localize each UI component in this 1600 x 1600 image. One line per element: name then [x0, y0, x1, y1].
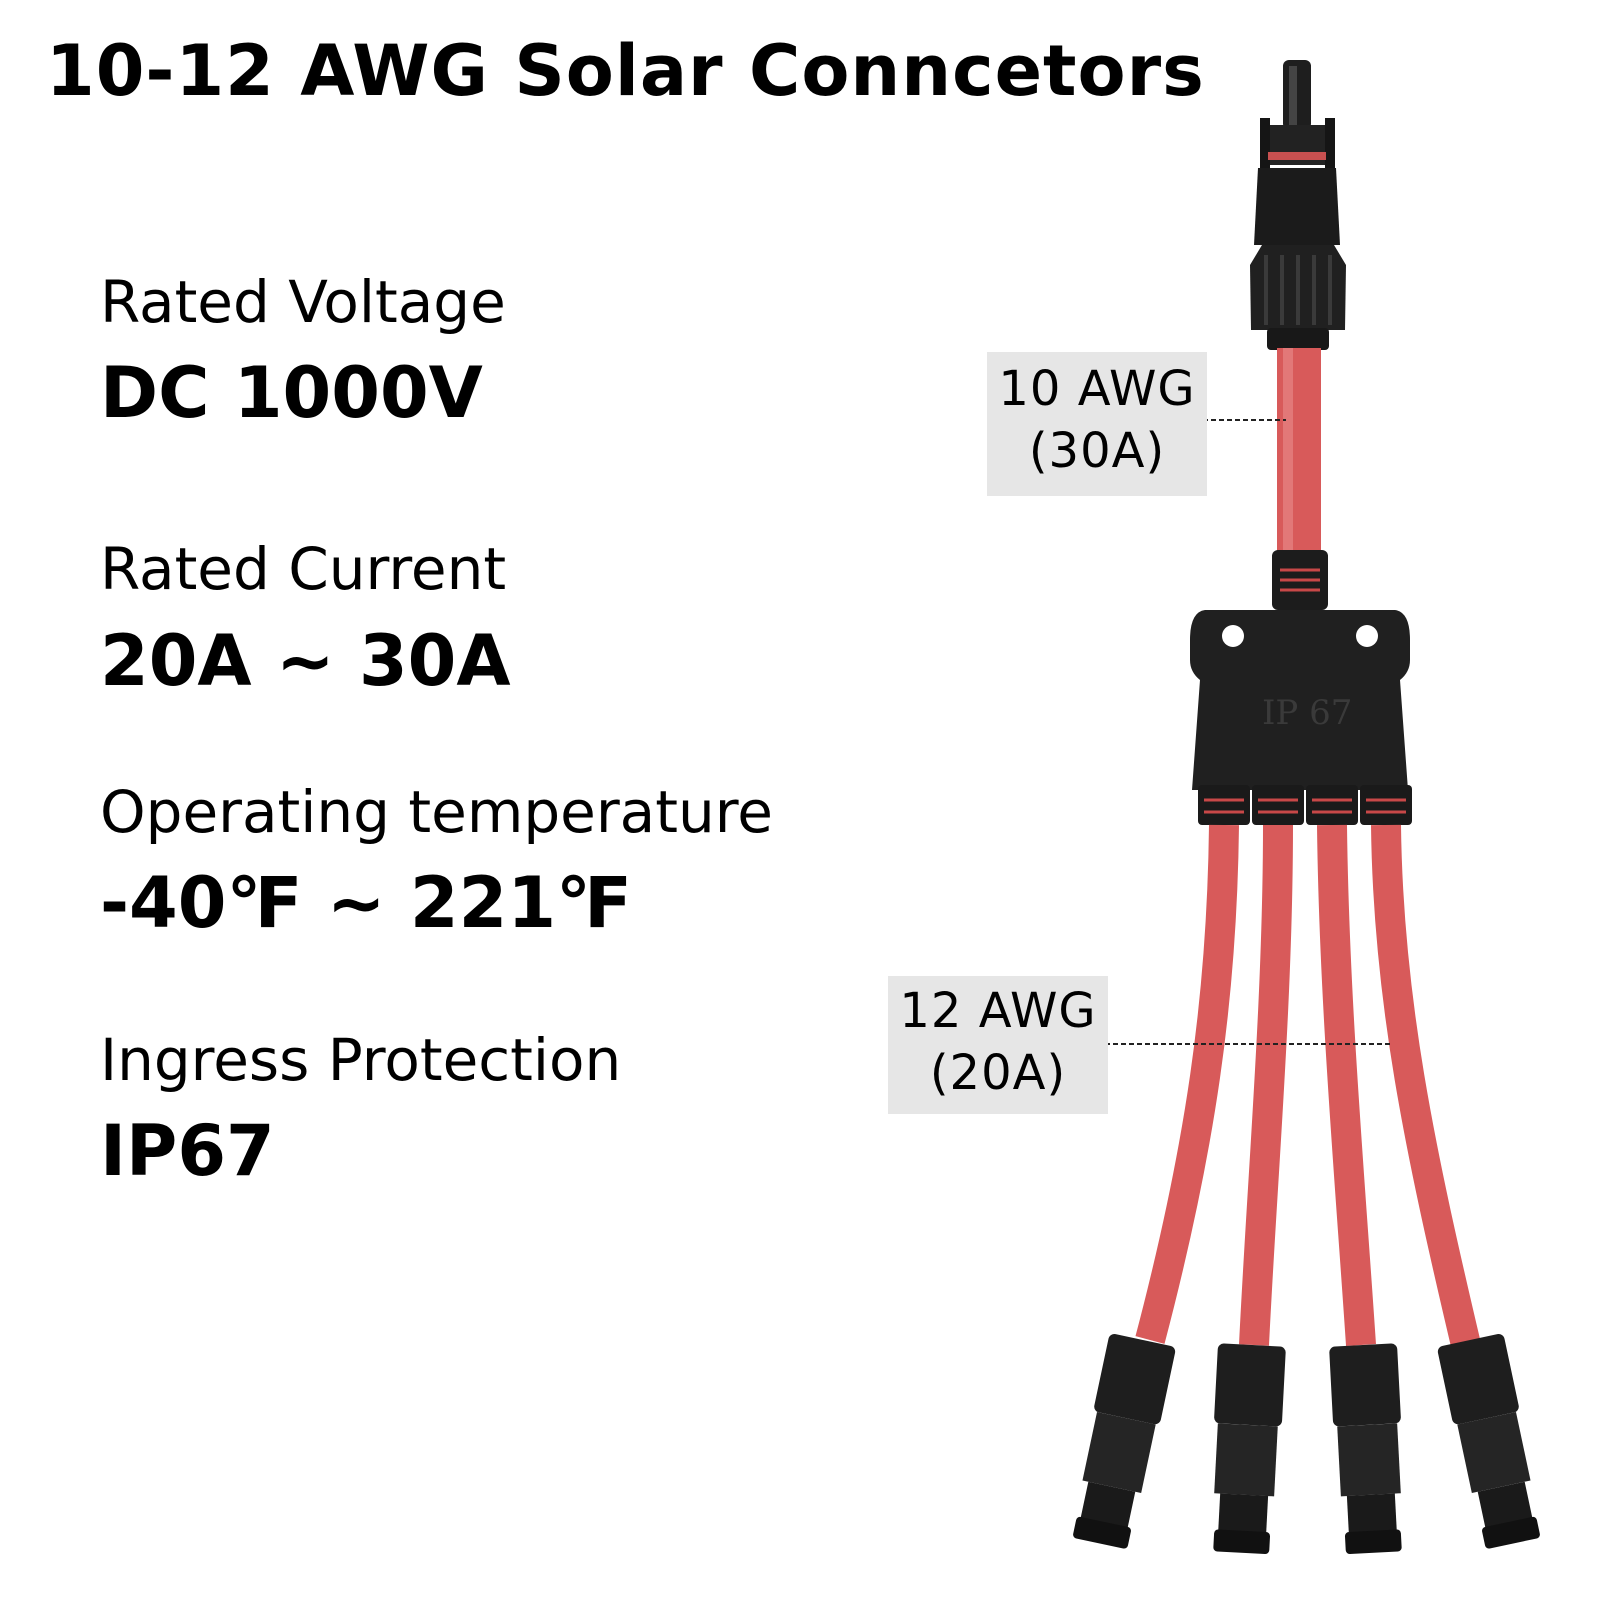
branch-cable-callout: 12 AWG (20A) [888, 976, 1108, 1114]
branch-hub: IP 67 [1190, 550, 1412, 825]
operating-temperature-value: -40℉ ~ 221℉ [100, 862, 633, 944]
branch-cable-current: (20A) [929, 1045, 1067, 1101]
page-title: 10-12 AWG Solar Conncetors [46, 30, 1205, 112]
main-cable-callout: 10 AWG (30A) [987, 352, 1207, 496]
branch-connector-3 [1329, 1343, 1402, 1554]
hub-ip67-marking: IP 67 [1262, 693, 1352, 733]
main-cable-current: (30A) [1028, 423, 1166, 479]
ingress-protection-value: IP67 [100, 1110, 275, 1192]
rated-current-label: Rated Current [100, 535, 507, 603]
main-cable-gauge: 10 AWG [998, 361, 1196, 417]
ingress-protection-label: Ingress Protection [100, 1026, 622, 1094]
branch-cables [1135, 824, 1481, 1349]
branch-cable-gauge: 12 AWG [899, 983, 1097, 1039]
branch-connector-2 [1213, 1343, 1286, 1554]
top-mc4-connector [1250, 60, 1346, 350]
rated-voltage-label: Rated Voltage [100, 268, 506, 336]
branch-connector-4 [1437, 1334, 1540, 1549]
operating-temperature-label: Operating temperature [100, 778, 773, 846]
branch-connector-1 [1073, 1334, 1176, 1549]
rated-current-value: 20A ~ 30A [100, 620, 511, 702]
rated-voltage-value: DC 1000V [100, 352, 483, 434]
